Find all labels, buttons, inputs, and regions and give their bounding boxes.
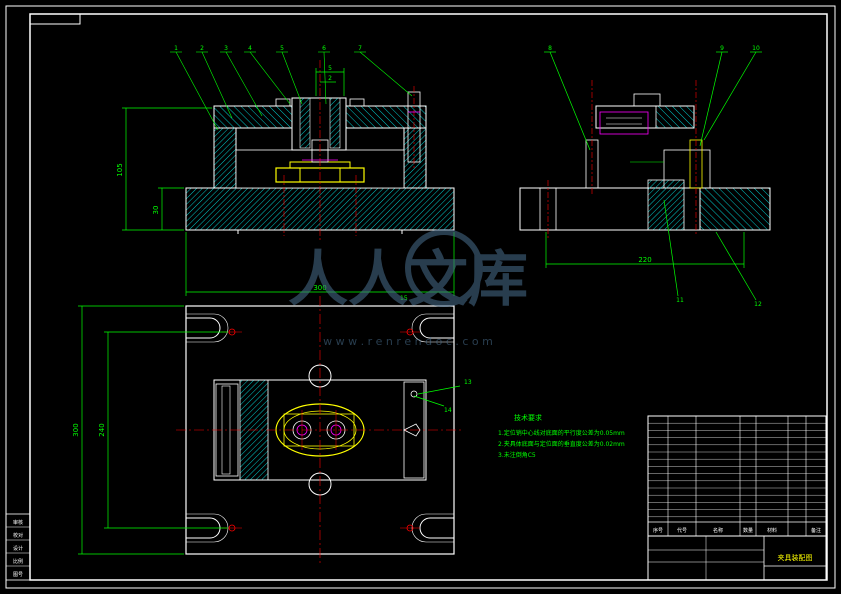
balloon-2: 2 [200, 45, 204, 52]
balloon-5: 5 [280, 45, 284, 52]
dim-side-width: 220 [638, 256, 651, 264]
balloon-6: 6 [322, 45, 326, 52]
strip-label-4: 比例 [13, 558, 23, 565]
dim-plan-height: 300 [72, 423, 80, 436]
parts-list [647, 415, 827, 581]
tech-requirements: 技术要求 1.定位销中心线对底面的平行度公差为0.05mm 2.夹具体底面与定位… [498, 413, 625, 459]
watermark-brand: 人人文库 [288, 245, 528, 315]
side-view [519, 80, 771, 238]
tech-item-2: 2.夹具体底面与定位面的垂直度公差为0.02mm [498, 440, 625, 448]
left-info-strip: 审核 校对 设计 比例 图号 [5, 513, 31, 581]
strip-label-2: 校对 [13, 532, 23, 539]
dim-front-height: 105 [116, 163, 124, 176]
strip-label-1: 审核 [13, 519, 23, 526]
balloon-9: 9 [720, 45, 724, 52]
dim-plan-inner: 240 [98, 423, 106, 436]
parts-header-5: 材料 [767, 527, 777, 534]
plan-view [176, 296, 464, 564]
front-view [185, 60, 455, 240]
parts-header-4: 数量 [743, 527, 753, 534]
balloon-3: 3 [224, 45, 228, 52]
balloon-1: 1 [174, 45, 178, 52]
dim-top-b: 2 [328, 75, 332, 82]
balloon-7: 7 [358, 45, 362, 52]
strip-label-3: 设计 [13, 545, 23, 552]
balloon-13: 13 [464, 379, 472, 386]
balloon-12: 12 [754, 301, 762, 308]
tech-title: 技术要求 [514, 413, 542, 422]
balloon-4: 4 [248, 45, 252, 52]
parts-header-2: 代号 [677, 527, 687, 534]
parts-header-1: 序号 [653, 527, 663, 534]
balloon-14: 14 [444, 407, 452, 414]
drawing-frame [5, 5, 836, 589]
parts-header-6: 备注 [811, 527, 821, 534]
plan-dimensions [78, 305, 461, 555]
balloon-8: 8 [548, 45, 552, 52]
tech-item-1: 1.定位销中心线对底面的平行度公差为0.05mm [498, 429, 625, 437]
dim-front-base: 30 [152, 206, 160, 215]
front-dimensions [122, 68, 455, 296]
balloon-15: 15 [400, 295, 408, 302]
balloon-11: 11 [676, 297, 684, 304]
drawing-name: 夹具装配图 [778, 553, 813, 562]
front-leaders [170, 51, 413, 131]
strip-label-5: 图号 [13, 572, 23, 578]
tech-item-3: 3.未注倒角C5 [498, 451, 536, 459]
balloon-10: 10 [752, 45, 760, 52]
watermark: 人人文库 w w w . r e n r e n d o c . c o m [288, 229, 528, 348]
parts-header-3: 名称 [713, 527, 723, 534]
dim-front-width: 300 [313, 284, 326, 292]
side-dimensions [544, 51, 762, 301]
dim-top-a: 5 [328, 65, 332, 72]
watermark-url: w w w . r e n r e n d o c . c o m [323, 335, 493, 348]
